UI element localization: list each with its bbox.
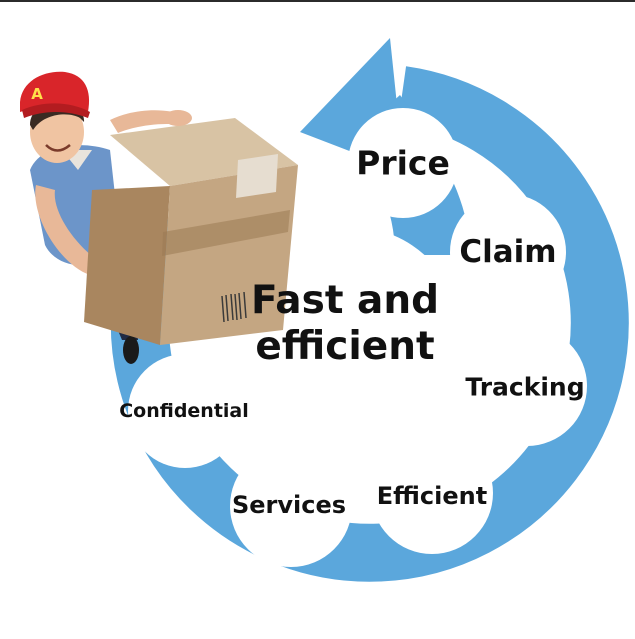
courier-arm <box>35 185 100 275</box>
circle-confidential <box>128 354 242 468</box>
box-tape <box>162 210 290 256</box>
barcode-icon <box>221 291 247 323</box>
box-front <box>84 186 170 345</box>
courier-illustration <box>20 71 298 364</box>
cap-logo-letter: A <box>31 85 43 103</box>
box-label <box>236 154 278 198</box>
item-label-efficient: Efficient <box>376 482 488 510</box>
item-label-tracking: Tracking <box>465 372 585 402</box>
item-label-confidential: Confidential <box>119 400 249 422</box>
center-circle <box>244 227 460 443</box>
circle-claim <box>450 194 566 310</box>
center-label-line-2: efficient <box>255 324 435 369</box>
courier-smile <box>45 144 71 152</box>
item-label-claim: Claim <box>459 234 557 270</box>
circle-efficient <box>371 432 493 554</box>
center-label: Fast and efficient <box>251 278 439 370</box>
courier-cap-brim <box>22 103 90 118</box>
top-border-line <box>0 0 635 2</box>
item-label-services: Services <box>231 491 347 519</box>
circle-price <box>348 108 458 218</box>
courier-hand <box>164 110 192 126</box>
box-side <box>160 165 298 345</box>
circle-tracking <box>467 326 587 446</box>
center-label-line-1: Fast and <box>250 278 440 323</box>
item-label-price: Price <box>356 143 450 183</box>
courier-shoe-icon <box>123 336 139 364</box>
courier-cap-icon <box>20 71 90 112</box>
circle-services <box>230 445 352 567</box>
